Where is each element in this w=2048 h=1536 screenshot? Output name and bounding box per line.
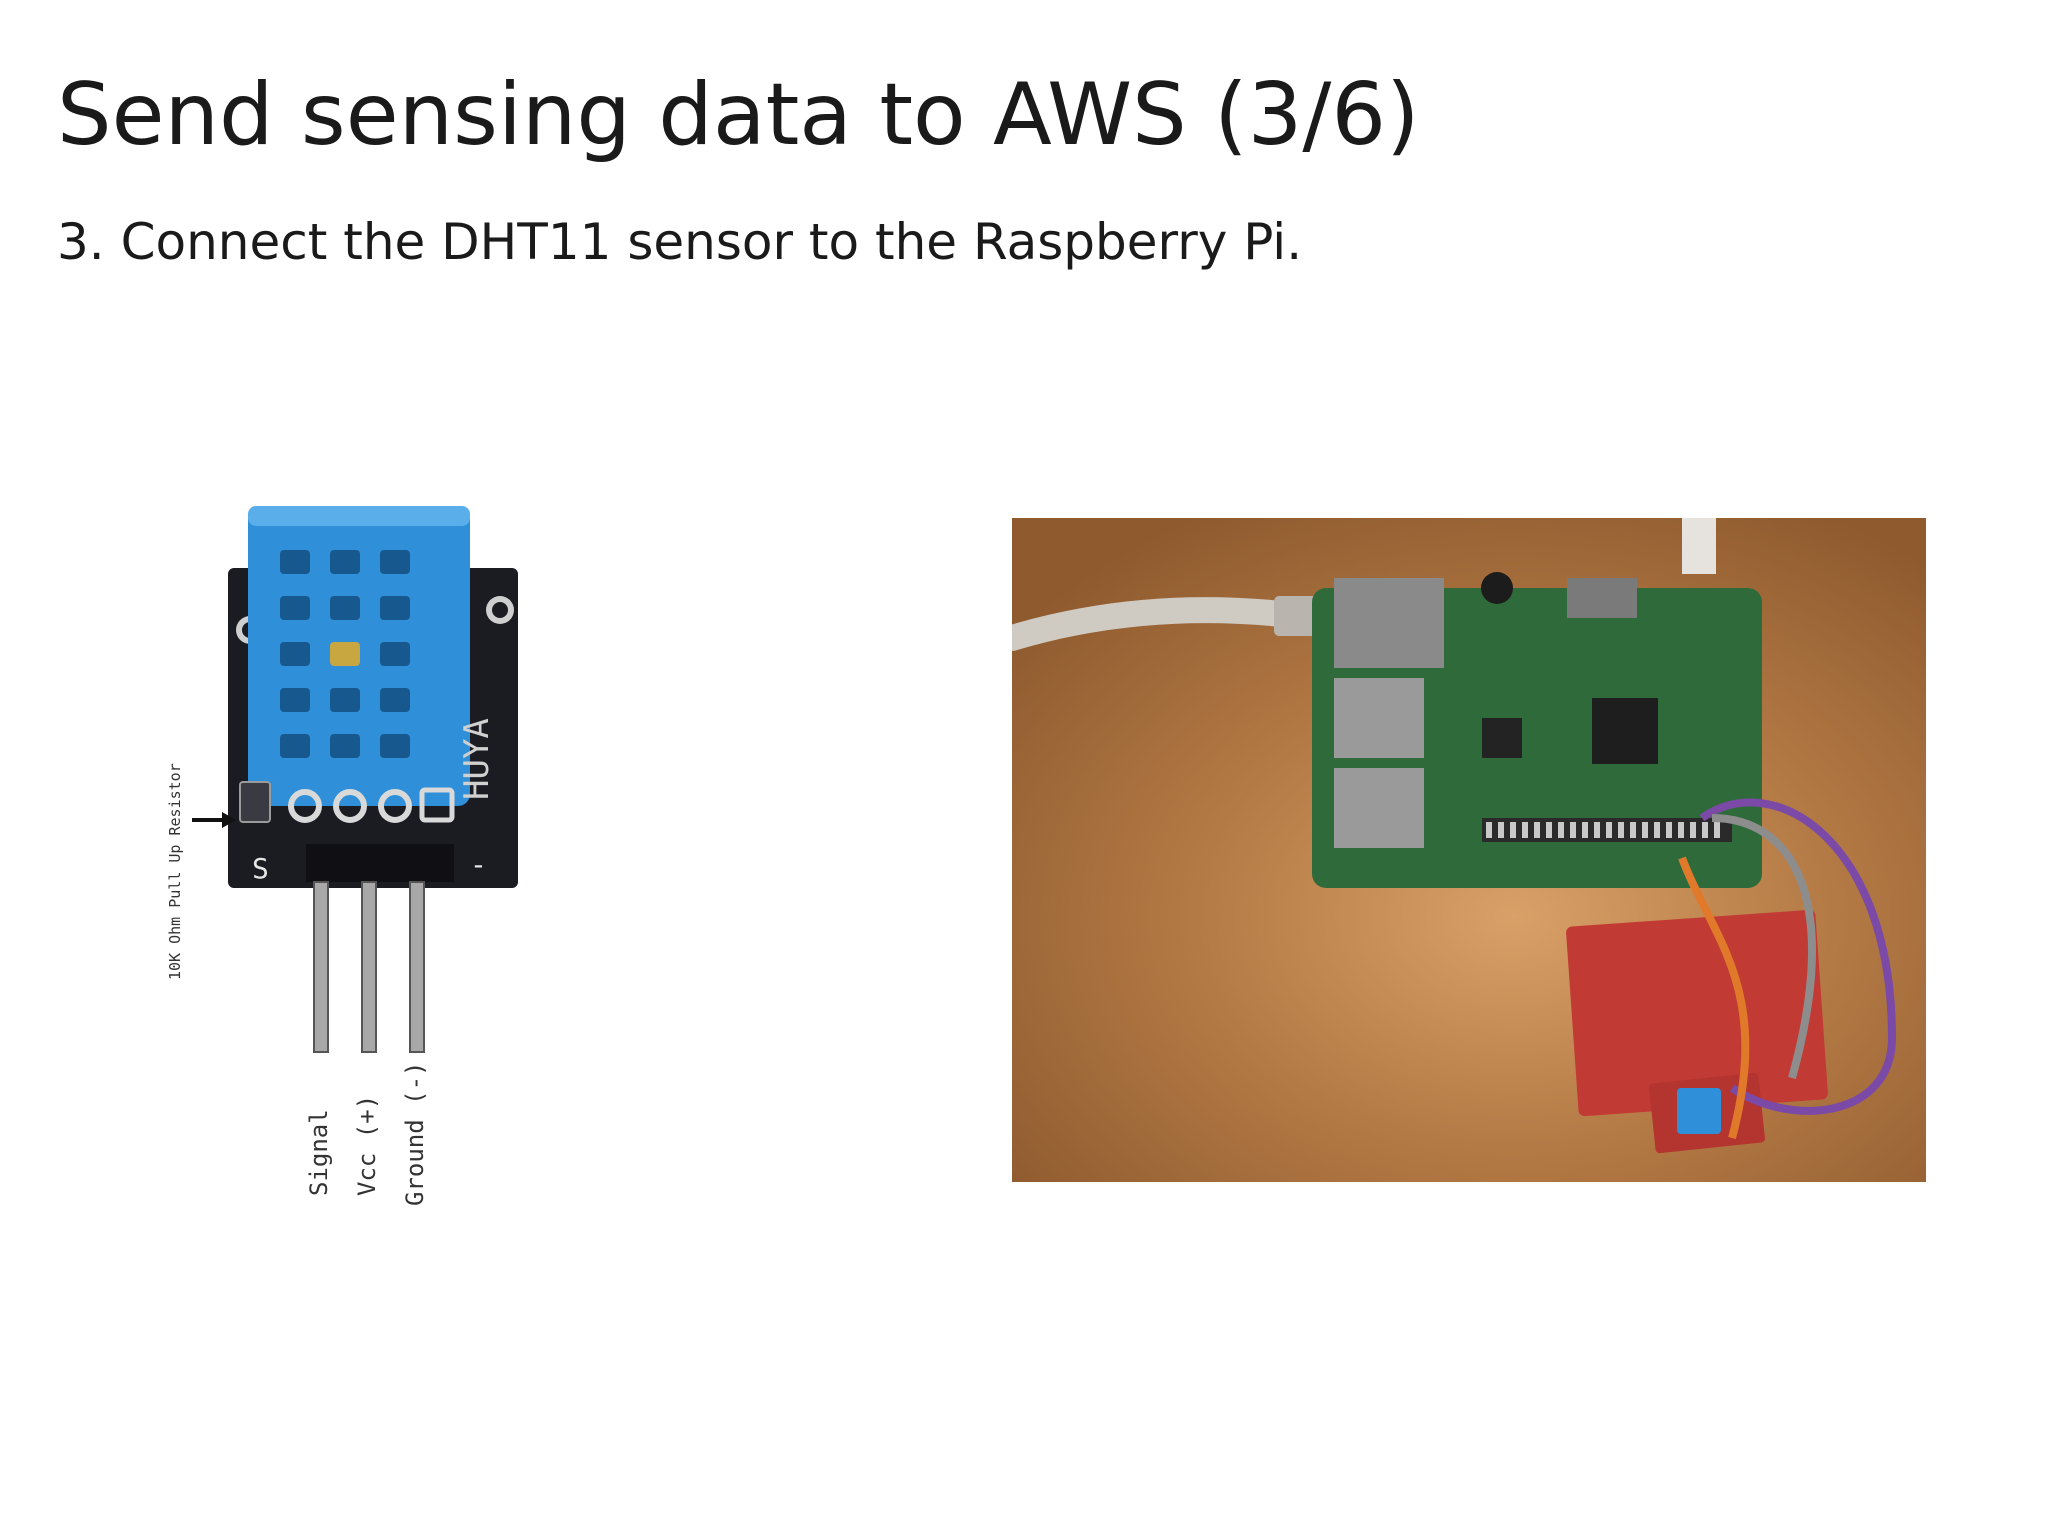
usb-port [1334, 678, 1424, 758]
dht11-on-breadboard [1677, 1088, 1721, 1134]
pin-label-signal: Signal [305, 1109, 333, 1196]
pin-header [306, 844, 454, 882]
dht11-sensor-diagram: S - HUYA 10K Ohm Pull Up Resistor Signal… [166, 506, 518, 1207]
ethernet-port [1334, 578, 1444, 668]
pin-label-vcc: Vcc (+) [353, 1095, 381, 1196]
jumper-wire-purple [1699, 798, 1897, 1115]
dht11-sensor-figure: S - HUYA 10K Ohm Pull Up Resistor Signal… [140, 490, 540, 1230]
breadboard [1566, 909, 1828, 1117]
usb-chip [1482, 718, 1522, 758]
raspberry-pi-illustration [1012, 518, 1926, 1182]
brand-mark: HUYA [457, 718, 497, 800]
solder-pads [239, 781, 455, 823]
resistor-label: 10K Ohm Pull Up Resistor [166, 763, 184, 980]
slide-title: Send sensing data to AWS (3/6) [57, 65, 1420, 165]
soc-chip [1592, 698, 1658, 764]
ethernet-cable [1012, 597, 1295, 651]
usb-port [1334, 768, 1424, 848]
slide-bullet: 3. Connect the DHT11 sensor to the Raspb… [57, 213, 1303, 271]
usb-power-cable [1682, 518, 1716, 574]
sensor-grille [280, 550, 410, 758]
ground-mark: - [470, 848, 487, 881]
hdmi-port [1567, 578, 1637, 618]
sensor-pins [313, 881, 425, 1053]
pin-label-ground: Ground (-) [401, 1062, 429, 1207]
jumper-wire-grey [1711, 814, 1816, 1080]
signal-mark: S [252, 852, 269, 885]
raspberry-pi-photo [1012, 518, 1926, 1182]
jumper-wire-orange [1678, 856, 1750, 1140]
audio-jack [1481, 572, 1513, 604]
